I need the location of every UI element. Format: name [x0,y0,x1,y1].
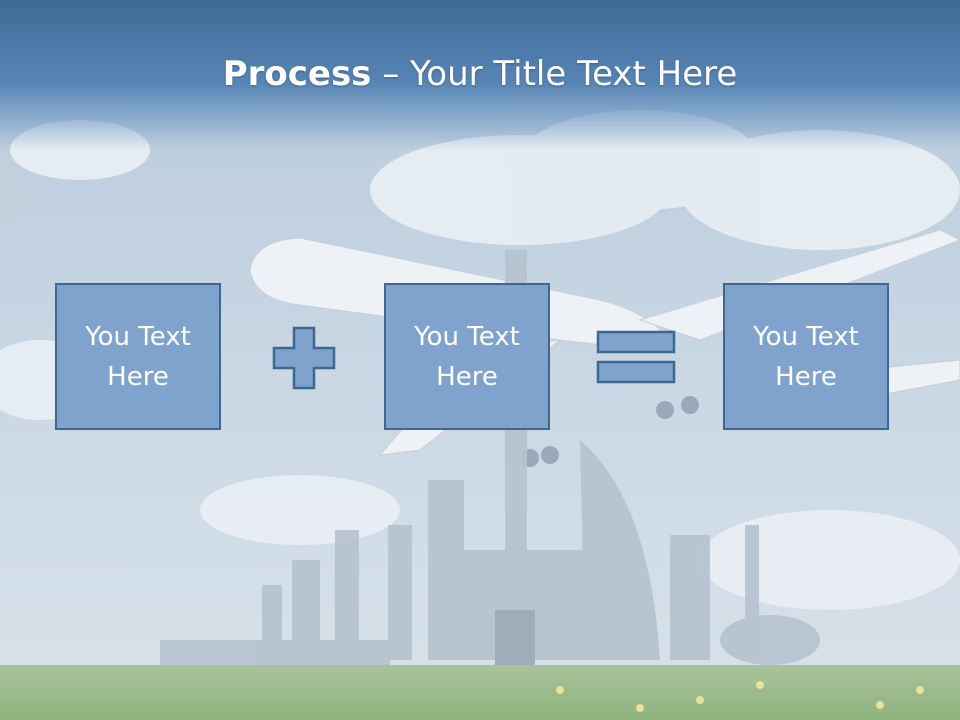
equals-icon [596,330,676,384]
text-box-3[interactable]: You Text Here [723,283,889,430]
plus-icon [272,326,336,390]
text-box-2[interactable]: You Text Here [384,283,550,430]
text-box-1[interactable]: You Text Here [55,283,221,430]
slide-title: Process – Your Title Text Here [0,52,960,96]
title-bold: Process [222,54,372,94]
title-text: – Your Title Text Here [371,54,738,94]
title-band [0,0,960,150]
